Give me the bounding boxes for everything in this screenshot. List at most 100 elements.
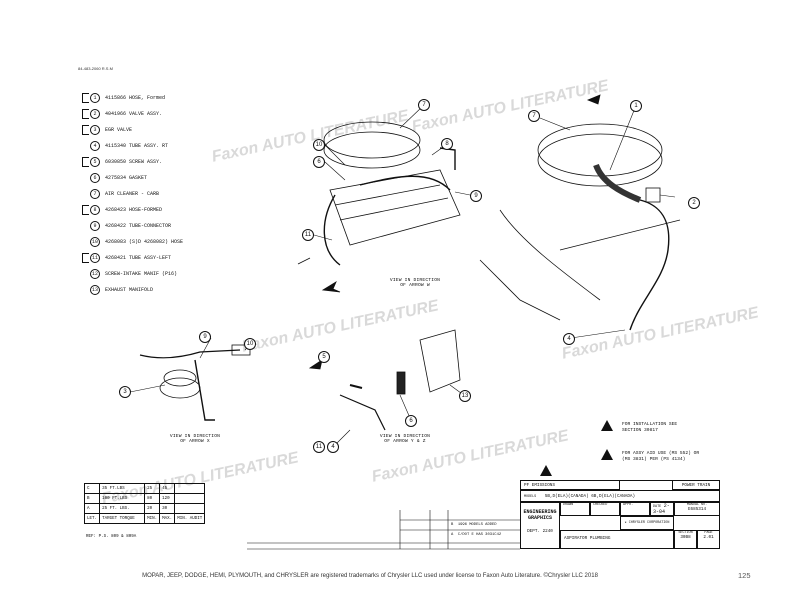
part-row: 12 SCREW-INTAKE MANIF (P16) bbox=[82, 267, 177, 281]
page-value: 2.01 bbox=[703, 535, 714, 540]
note-assy-aid: FOR ASSY AID USE (MS 552) OR (MS 3831) P… bbox=[622, 451, 700, 462]
part-number: 12 bbox=[90, 269, 100, 279]
date-value: 2-3-04 bbox=[653, 503, 670, 515]
part-description: 4115866 HOSE, Formed bbox=[105, 95, 166, 101]
rev-row-a: A C/DOT E HAS 3031C42 bbox=[451, 532, 501, 538]
callout-1: 1 bbox=[630, 100, 642, 112]
part-description: EGR VALVE bbox=[105, 127, 133, 133]
callout-3: 3 bbox=[119, 386, 131, 398]
exhaust-manifold-drawing bbox=[419, 329, 461, 393]
callout-13: 13 bbox=[459, 390, 471, 402]
part-description: SCREW-INTAKE MANIF (P16) bbox=[105, 271, 178, 277]
warning-triangle-icon bbox=[540, 465, 552, 476]
pentastar-icon: ★ bbox=[624, 521, 627, 525]
part-description: AIR CLEANER - CARB bbox=[105, 191, 160, 197]
models-cell: MODELS 5B,D(ELA)(CANADA) 6B,D(ELA)(CANAD… bbox=[520, 490, 720, 502]
models-value: 5B,D(ELA)(CANADA) 6B,D(ELA)(CANADA) bbox=[544, 494, 636, 499]
note-installation: FOR INSTALLATION SEE SECTION 30817 bbox=[622, 422, 678, 433]
torque-header-audit: MIN. AUDIT bbox=[174, 513, 206, 524]
caption-view-w: VIEW IN DIRECTION OF ARROW W bbox=[389, 278, 441, 288]
callout-11: 11 bbox=[302, 229, 314, 241]
rev-letter: A bbox=[451, 533, 454, 537]
section-value: 30B8 bbox=[680, 535, 691, 540]
rev-description: C/DOT E HAS 3031C42 bbox=[457, 533, 502, 537]
part-number: 5 bbox=[90, 157, 100, 167]
part-description: 4268423 HOSE-FORMED bbox=[105, 207, 163, 213]
tube-assy-left-drawing bbox=[323, 194, 341, 266]
part-row: 4 4115340 TUBE ASSY. RT bbox=[82, 139, 168, 153]
note-triangle-icon bbox=[601, 449, 613, 460]
callout-2: 2 bbox=[688, 197, 700, 209]
part-number: 2 bbox=[90, 109, 100, 119]
callout-10-low: 10 bbox=[244, 338, 256, 350]
part-description: 4115340 TUBE ASSY. RT bbox=[105, 143, 169, 149]
models-label: MODELS bbox=[524, 495, 537, 499]
part-row: 3 EGR VALVE bbox=[82, 123, 132, 137]
tube-assy-rt-drawing bbox=[629, 199, 670, 331]
manual-cell: MANUAL NO. E685314 bbox=[674, 502, 720, 516]
part-description: 6030850 SCREW ASSY. bbox=[105, 159, 163, 165]
part-description: 4275834 GASKET bbox=[105, 175, 148, 181]
note-triangle-icon bbox=[601, 420, 613, 431]
section-cell: SECTION 30B8 bbox=[674, 530, 697, 549]
part-description: EXHAUST MANIFOLD bbox=[105, 287, 154, 293]
page-number: 125 bbox=[738, 571, 751, 580]
part-number: 6 bbox=[90, 173, 100, 183]
callout-11-low: 11 bbox=[313, 441, 325, 453]
company-name: CHRYSLER CORPORATION bbox=[628, 521, 670, 525]
screw-drawing bbox=[396, 371, 406, 395]
callout-9: 9 bbox=[470, 190, 482, 202]
callout-6: 6 bbox=[313, 156, 325, 168]
part-row: 2 4041966 VALVE ASSY. bbox=[82, 107, 162, 121]
manual-label: MANUAL NO. bbox=[686, 503, 708, 507]
callout-9-low: 9 bbox=[199, 331, 211, 343]
torque-reference: REF: P.S. 809 & 809A bbox=[86, 535, 137, 539]
callout-7-right: 7 bbox=[528, 110, 540, 122]
part-bracket-marker bbox=[82, 253, 89, 263]
footer-trademark: MOPAR, JEEP, DODGE, HEMI, PLYMOUTH, and … bbox=[142, 573, 598, 579]
part-number: 8 bbox=[90, 205, 100, 215]
caption-view-x: VIEW IN DIRECTION OF ARROW X bbox=[169, 434, 221, 444]
air-cleaner-drawing bbox=[323, 121, 421, 159]
date-cell: DATE 2-3-04 bbox=[650, 502, 674, 516]
title-cell: ASPIRATOR PLUMBING bbox=[560, 530, 674, 549]
group-cell: PF EMISSIONS bbox=[520, 480, 620, 490]
part-bracket-marker bbox=[82, 125, 89, 135]
egr-valve-drawing bbox=[163, 369, 197, 387]
part-number: 11 bbox=[90, 253, 100, 263]
part-description: 4268083 (S)D 4268082) HOSE bbox=[105, 239, 184, 245]
rev-row-b: B 1996 MODELS ADDED bbox=[451, 522, 497, 528]
category-cell: POWER TRAIN bbox=[672, 480, 720, 490]
part-number: 4 bbox=[90, 141, 100, 151]
rev-description: 1996 MODELS ADDED bbox=[457, 523, 497, 527]
formed-hose-drawing bbox=[593, 163, 642, 203]
rev-letter: B bbox=[451, 523, 454, 527]
document-number: 84-483-2060 R.S.M bbox=[78, 66, 113, 71]
part-row: 10 4268083 (S)D 4268082) HOSE bbox=[82, 235, 183, 249]
part-description: 4268422 TUBE-CONNECTOR bbox=[105, 223, 172, 229]
part-description: 4041966 VALVE ASSY. bbox=[105, 111, 163, 117]
part-row: 8 4268423 HOSE-FORMED bbox=[82, 203, 162, 217]
dept-name: ENGINEERING GRAPHICS bbox=[523, 509, 557, 521]
torque-header-let: LET. bbox=[83, 513, 101, 524]
manual-number: E685314 bbox=[687, 507, 707, 512]
part-number: 10 bbox=[90, 237, 100, 247]
section-label: SECTION bbox=[678, 531, 693, 535]
callout-10: 10 bbox=[313, 139, 325, 151]
part-row: 6 4275834 GASKET bbox=[82, 171, 147, 185]
part-number: 3 bbox=[90, 125, 100, 135]
callout-5: 5 bbox=[318, 351, 330, 363]
page-label: PAGE bbox=[704, 531, 713, 535]
company-cell: ★ CHRYSLER CORPORATION bbox=[620, 516, 674, 530]
part-number: 13 bbox=[90, 285, 100, 295]
part-bracket-marker bbox=[82, 157, 89, 167]
part-row: 5 6030850 SCREW ASSY. bbox=[82, 155, 162, 169]
part-bracket-marker bbox=[82, 93, 89, 103]
appr-cell: APPR. bbox=[620, 502, 650, 516]
